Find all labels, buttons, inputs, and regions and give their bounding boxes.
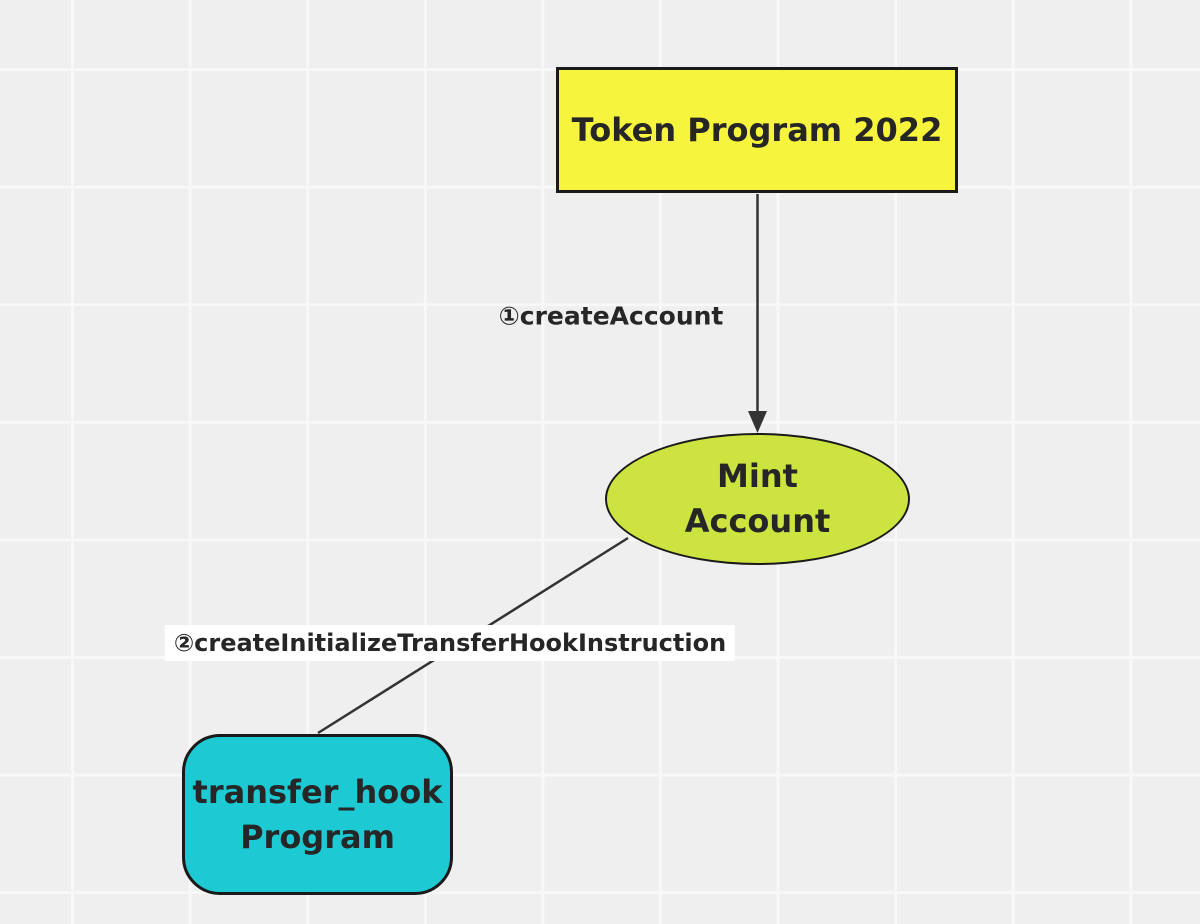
node-token-program-2022-label: Token Program 2022 bbox=[571, 110, 943, 149]
node-mint-account-label-line1: Mint bbox=[717, 457, 798, 495]
edge-label-create-initialize-transfer-hook: ②createInitializeTransferHookInstruction bbox=[164, 625, 736, 661]
node-token-program-2022: Token Program 2022 bbox=[556, 67, 958, 193]
node-mint-account: Mint Account bbox=[605, 433, 910, 565]
node-mint-account-label-line2: Account bbox=[684, 502, 831, 540]
edge-label-create-account: ①createAccount bbox=[498, 301, 724, 331]
node-transfer-hook-label-line2: Program bbox=[240, 817, 395, 856]
arrowhead-down-icon bbox=[748, 411, 767, 433]
node-transfer-hook-label-line1: transfer_hook bbox=[192, 772, 443, 811]
node-transfer-hook-program: transfer_hook Program bbox=[182, 734, 453, 895]
